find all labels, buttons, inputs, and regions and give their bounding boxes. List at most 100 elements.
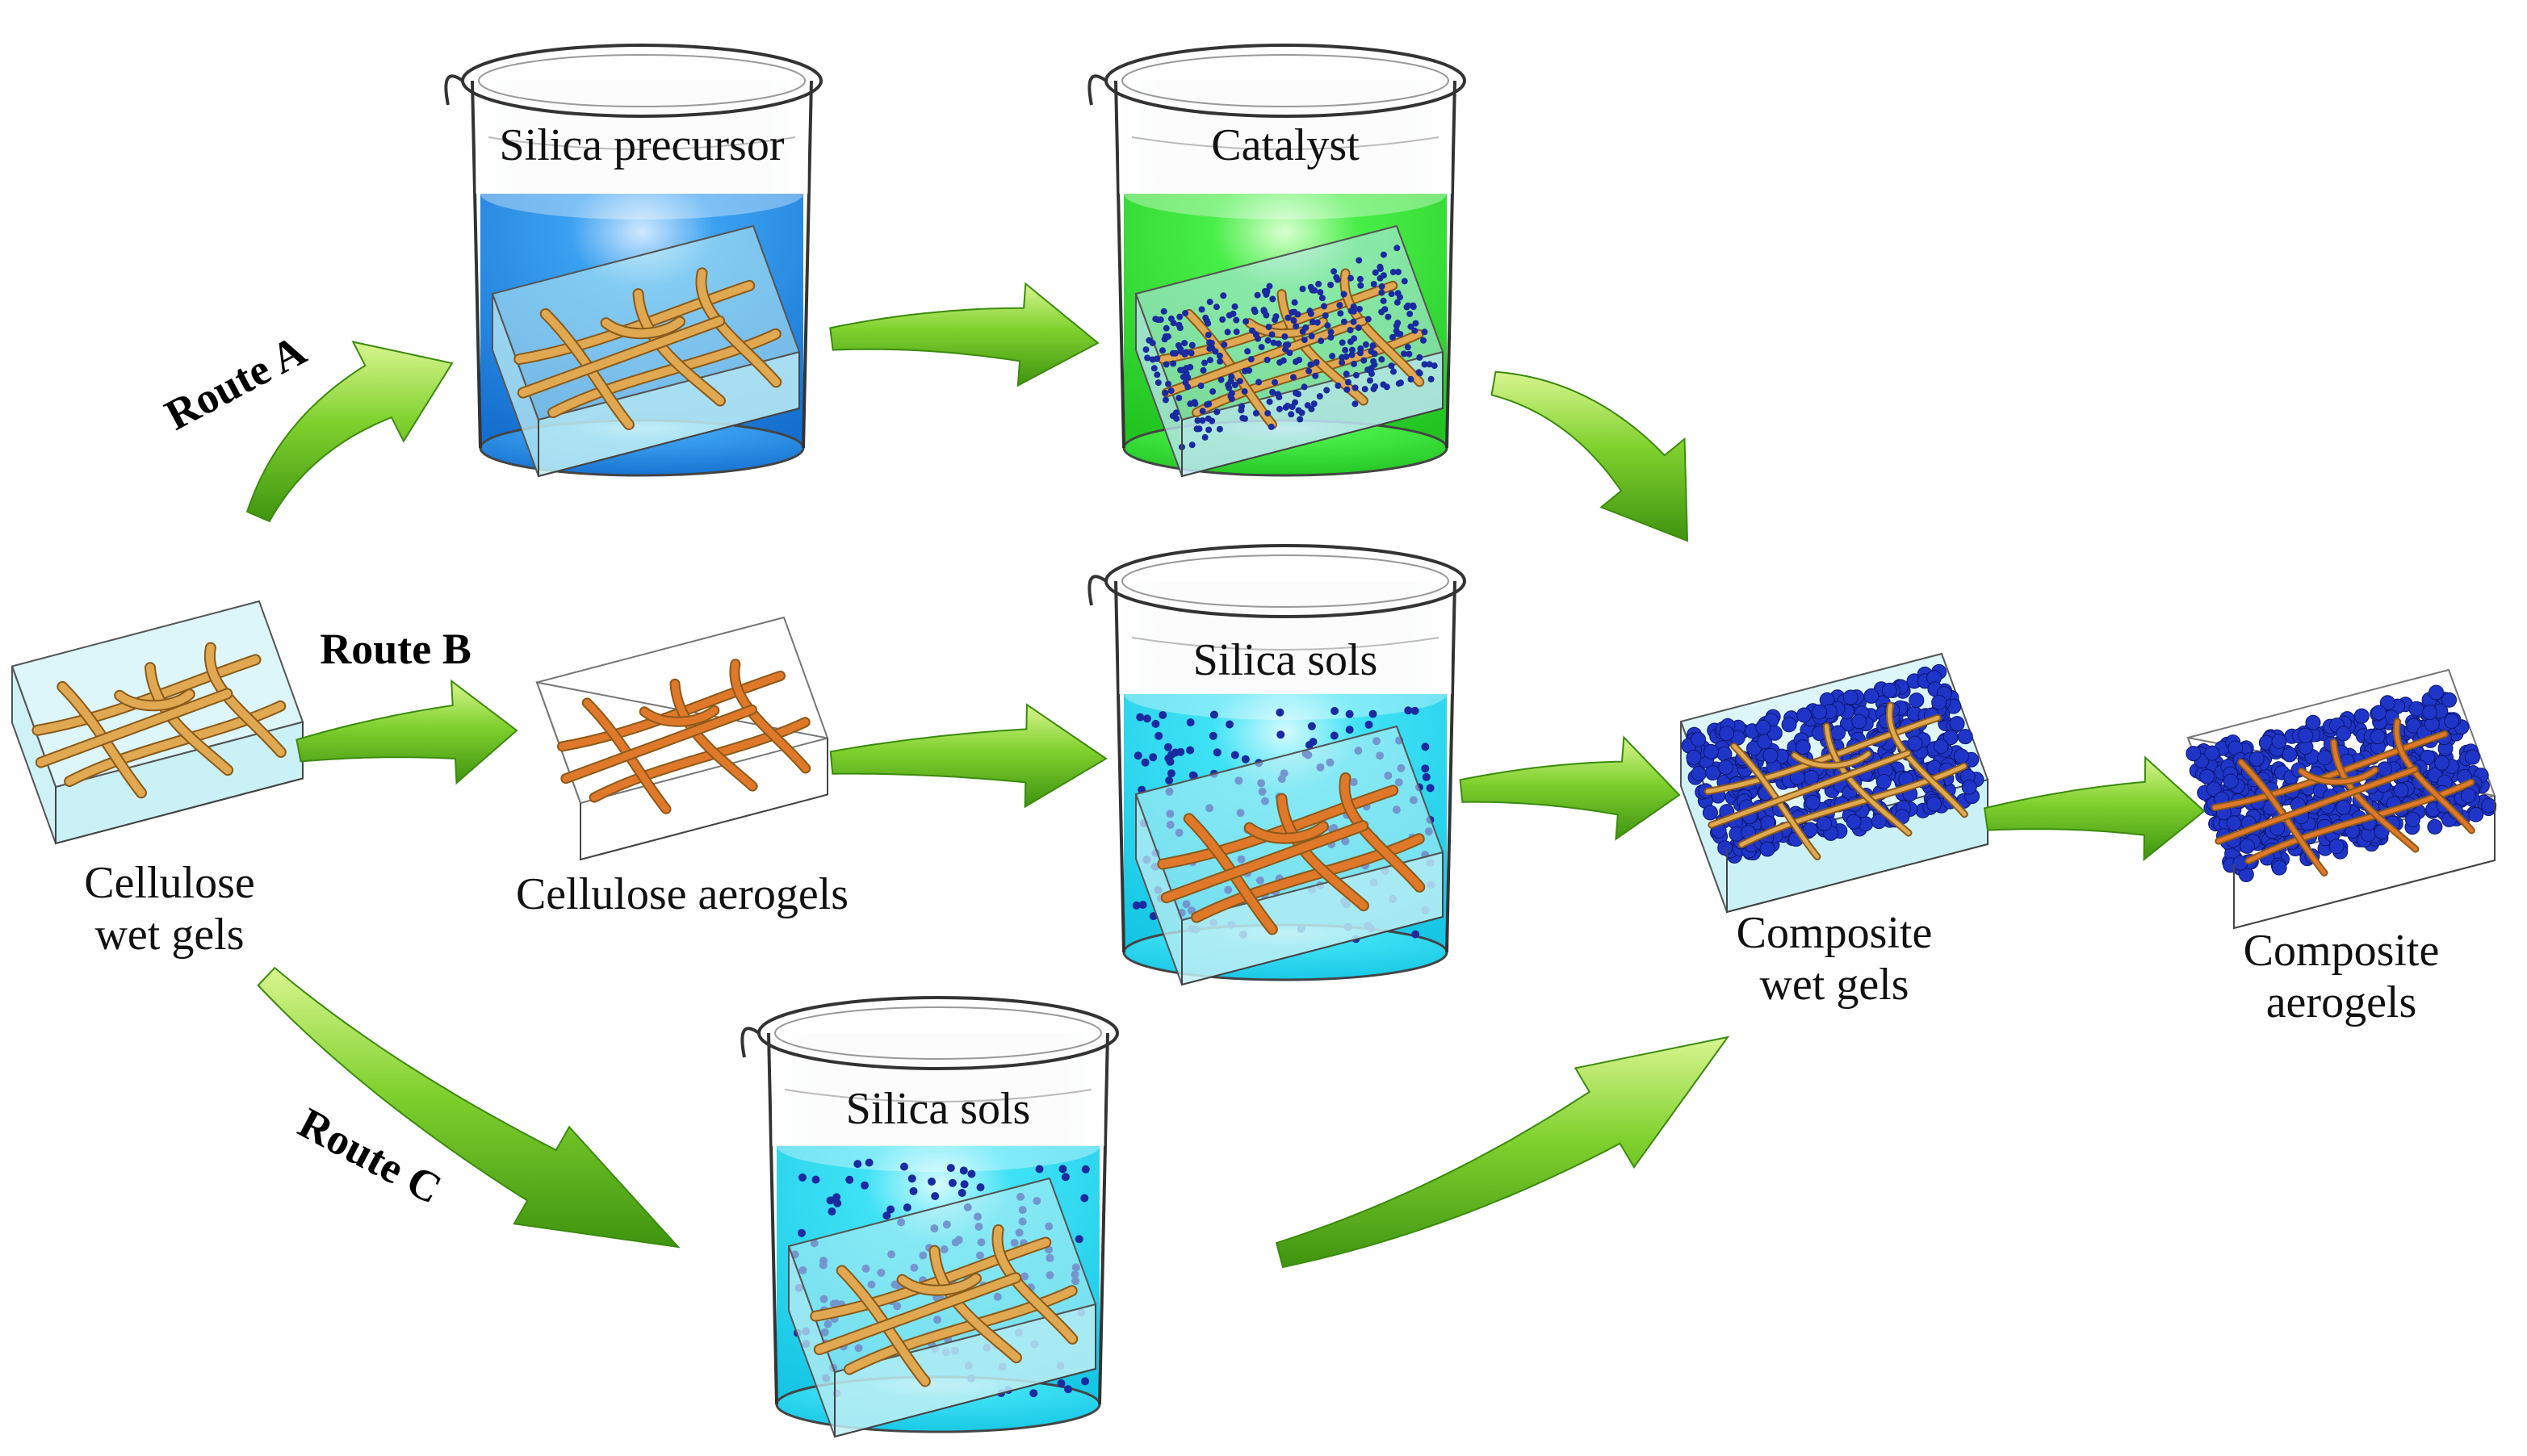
silica-particle <box>1233 328 1240 336</box>
beaker-wall <box>767 1032 1109 1405</box>
gel-front-edge <box>580 738 828 861</box>
beaker-silica-sols-bottom <box>740 996 1119 1438</box>
silica-particle <box>1330 731 1339 740</box>
beaker-spout <box>1087 74 1108 106</box>
silica-particle <box>1310 319 1316 325</box>
silica-particle <box>1206 357 1213 364</box>
silica-particle <box>1421 743 1430 751</box>
silica-particle <box>1247 356 1255 363</box>
silica-particle <box>1264 357 1271 363</box>
beaker-spout <box>444 74 464 106</box>
silica-particle <box>1181 340 1188 347</box>
cellulose-fiber <box>1825 724 1911 835</box>
cellulose-fiber <box>1887 703 1967 817</box>
silica-particle <box>1350 318 1357 325</box>
beaker-wall <box>1114 580 1456 953</box>
silica-particle <box>1315 280 1322 287</box>
silica-particle <box>1301 337 1308 344</box>
silica-particle <box>1389 269 1397 276</box>
silica-particle <box>1323 387 1331 394</box>
arrow-bottom-sols-to-composite <box>1275 1036 1730 1269</box>
silica-particle <box>1188 441 1196 449</box>
silica-particle <box>1311 287 1318 294</box>
silica-particle <box>1160 308 1167 315</box>
silica-particle <box>1331 706 1339 715</box>
silica-particle <box>1421 764 1430 773</box>
silica-particle <box>1401 350 1407 358</box>
silica-particle <box>1368 365 1375 372</box>
beaker-label-silica-sols-bottom: Silica sols <box>846 1084 1031 1134</box>
silica-particle <box>1307 310 1314 317</box>
silica-bead <box>1863 688 1880 704</box>
silica-particle <box>1272 313 1280 320</box>
silica-particle <box>1254 291 1261 299</box>
silica-particle <box>1355 324 1362 332</box>
silica-particle <box>1347 327 1354 333</box>
silica-particle <box>833 1199 842 1207</box>
silica-particle <box>909 1186 918 1195</box>
silica-particle <box>1308 405 1315 412</box>
silica-particle <box>1416 354 1423 361</box>
composite-wet-gel-block <box>1679 652 1989 914</box>
silica-particle <box>1144 354 1151 362</box>
silica-particle <box>1163 361 1170 368</box>
silica-bead <box>1717 840 1733 856</box>
silica-particle <box>1420 337 1427 344</box>
gel-front-edge <box>1181 352 1444 478</box>
silica-particle <box>1200 366 1207 374</box>
gel-front-edge <box>1181 852 1444 986</box>
route-a-label: Route A <box>157 326 314 440</box>
beaker-wall <box>1114 80 1456 449</box>
silica-particle <box>1201 433 1209 441</box>
silica-particle <box>1216 425 1223 433</box>
silica-bead <box>1842 689 1859 705</box>
silica-bead <box>2353 708 2370 724</box>
silica-particle <box>1344 379 1352 386</box>
cellulose-fiber <box>634 290 724 405</box>
silica-particle <box>1224 328 1231 336</box>
silica-particle <box>1276 708 1284 717</box>
silica-particle <box>1261 287 1268 295</box>
silica-particle <box>1266 398 1273 405</box>
arrow-aerogel-to-sols <box>829 703 1108 809</box>
silica-particle <box>1393 299 1401 306</box>
silica-particle <box>1316 393 1323 400</box>
silica-particle <box>1314 319 1321 326</box>
beaker-label-catalyst: Catalyst <box>1211 120 1360 170</box>
silica-bead <box>1812 704 1828 720</box>
silica-particle <box>1236 378 1243 385</box>
silica-particle <box>1276 730 1285 739</box>
silica-particle <box>1368 370 1375 378</box>
silica-particle <box>1194 417 1201 425</box>
silica-particle <box>1226 720 1234 729</box>
silica-particle <box>1252 410 1259 416</box>
cellulose-wet-gel-block <box>10 600 304 845</box>
silica-particle <box>1035 1165 1044 1174</box>
silica-particle <box>1404 706 1413 715</box>
silica-particle <box>1188 341 1196 349</box>
silica-particle <box>1255 335 1262 342</box>
silica-particle <box>1369 342 1377 349</box>
silica-particle <box>1339 354 1346 361</box>
silica-particle <box>1404 344 1411 351</box>
silica-particle <box>1343 370 1350 378</box>
silica-bead <box>1933 738 1949 755</box>
arrow-wet-to-aerogel <box>1983 755 2206 862</box>
silica-particle <box>1307 361 1314 368</box>
silica-bead <box>1926 796 1942 812</box>
cellulose-fiber <box>2246 780 2474 864</box>
silica-particle <box>1188 771 1197 780</box>
silica-particle <box>1347 308 1355 315</box>
stage-label-composite-wet-gels-line1: Composite <box>1737 908 1933 958</box>
beaker-silica-sols-middle <box>1087 544 1466 986</box>
silica-particle <box>1159 347 1166 354</box>
silica-particle <box>1142 346 1150 354</box>
cellulose-fiber <box>1705 715 1940 794</box>
silica-particle <box>1305 741 1314 749</box>
silica-particle <box>1327 282 1335 288</box>
silica-particle <box>907 1174 916 1183</box>
silica-particle <box>1340 318 1347 325</box>
silica-particle <box>1364 316 1372 323</box>
silica-particle <box>1209 731 1217 740</box>
silica-particle <box>1370 358 1377 365</box>
